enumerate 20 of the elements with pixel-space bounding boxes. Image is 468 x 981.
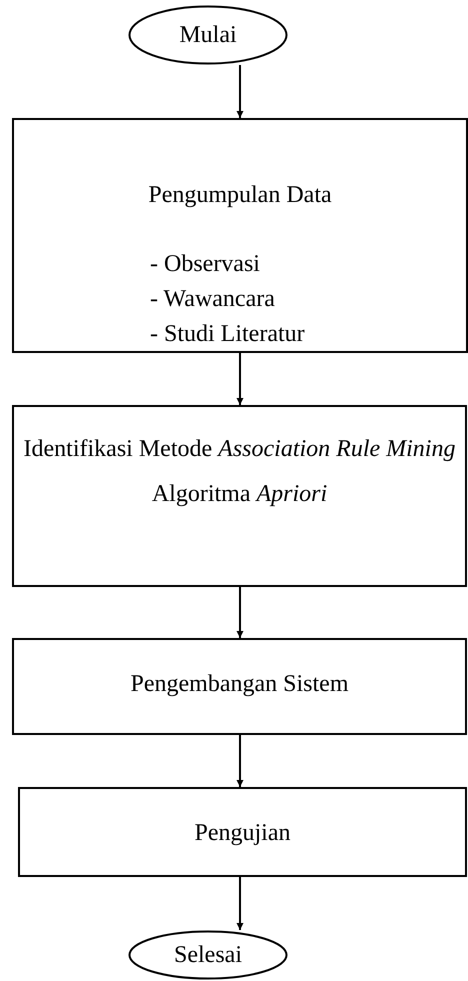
list-item: - Wawancara (150, 285, 275, 314)
arrow (236, 353, 244, 405)
list-item: - Studi Literatur (150, 320, 305, 349)
arrow (236, 65, 244, 118)
arrow (236, 877, 244, 930)
process-box (18, 787, 467, 877)
process-label: Identifikasi Metode Association Rule Mining Algoritma Apriori (22, 435, 456, 509)
process-label: Pengumpulan Data (147, 181, 333, 210)
terminal-label: Selesai (173, 940, 243, 970)
process-label: Pengujian (194, 819, 292, 848)
process-box (12, 118, 468, 353)
arrow (236, 735, 244, 787)
terminal-label: Mulai (178, 20, 238, 50)
process-box (12, 638, 467, 735)
arrow (236, 587, 244, 638)
process-label: Pengembangan Sistem (130, 670, 350, 699)
list-item: - Observasi (150, 250, 260, 279)
process-box (12, 405, 467, 587)
terminal-ellipse (128, 930, 288, 980)
terminal-ellipse (128, 5, 288, 65)
